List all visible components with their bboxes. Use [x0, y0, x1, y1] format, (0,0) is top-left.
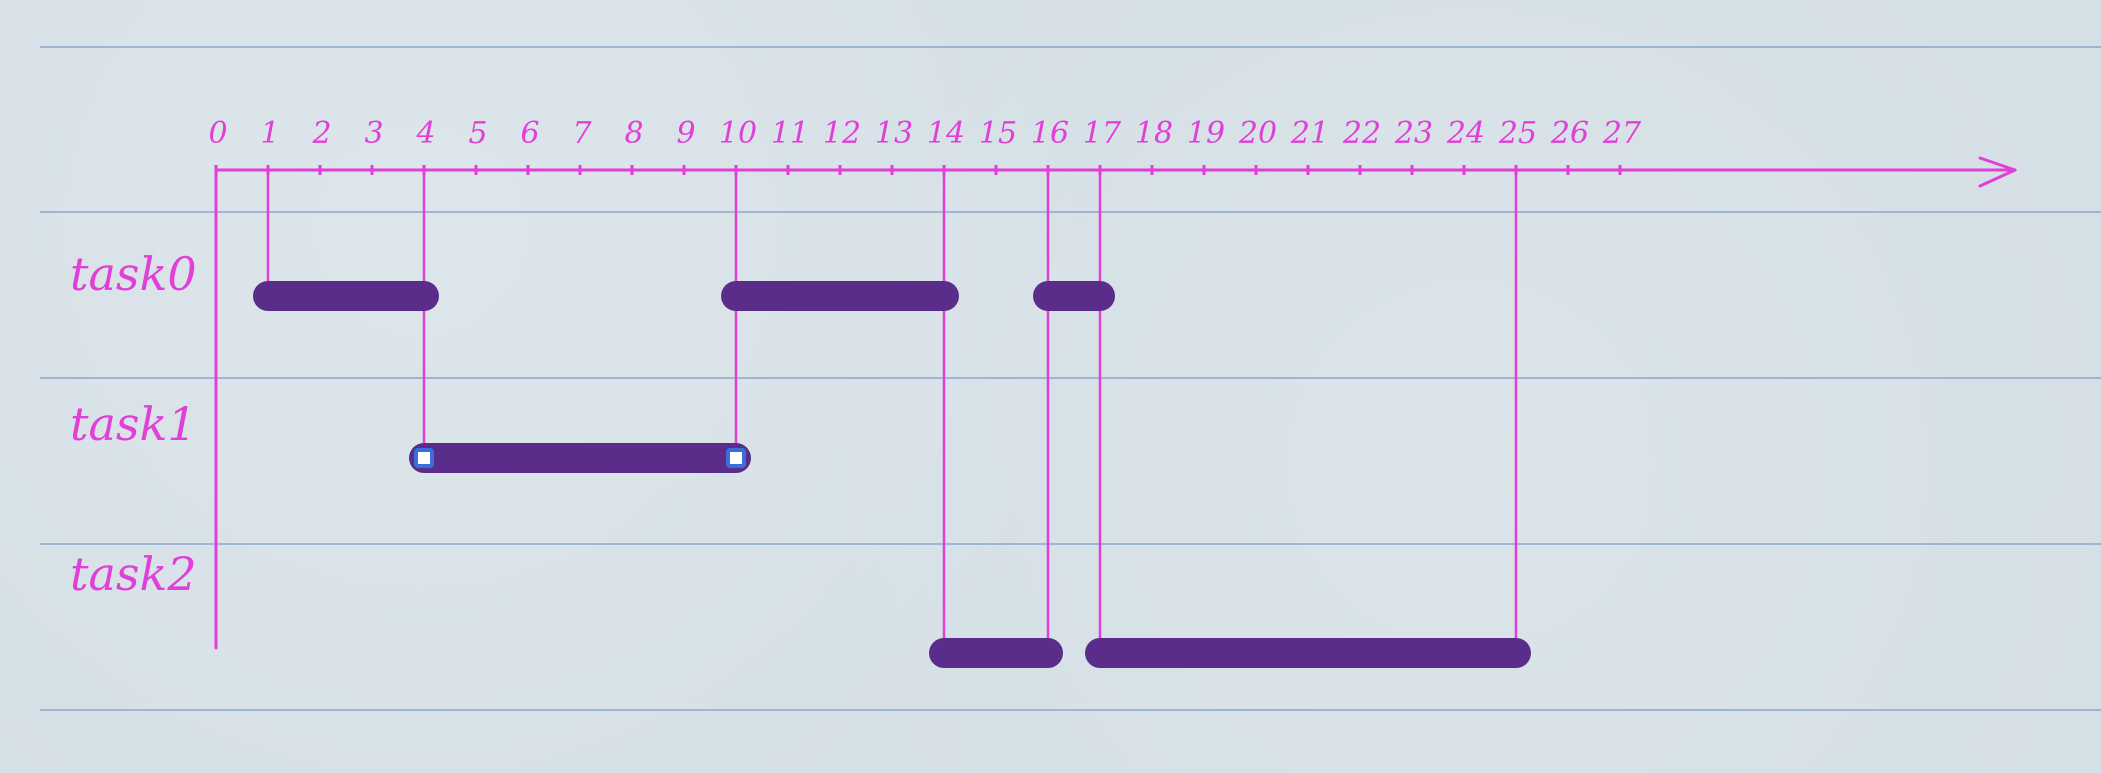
task-label: task0 [70, 247, 197, 301]
resize-handle[interactable] [726, 448, 746, 468]
axis-tick-label: 27 [1602, 116, 1642, 151]
axis-tick-label: 13 [875, 116, 913, 151]
axis-tick-label: 0 [208, 116, 227, 151]
task-label: task1 [70, 397, 197, 451]
connector-lines [266, 170, 1518, 653]
arrow-head-icon [1978, 156, 2017, 188]
resize-handle[interactable] [414, 448, 434, 468]
axis-tick-label: 15 [979, 116, 1017, 151]
axis-tick-label: 24 [1446, 116, 1485, 151]
axis-tick-label: 25 [1498, 116, 1537, 151]
axis-tick-label: 14 [927, 116, 965, 151]
axis-tick-label: 11 [771, 116, 809, 151]
task-labels: task0 task1 task2 [70, 247, 197, 601]
axis-tick-label: 10 [719, 116, 757, 151]
axis-tick-label: 5 [468, 116, 487, 151]
axis-tick-label: 6 [520, 116, 539, 151]
axis-tick-label: 2 [311, 116, 331, 151]
axis-tick-label: 18 [1135, 116, 1173, 151]
task-bars [253, 281, 1531, 668]
axis-tick-label: 4 [415, 116, 435, 151]
time-axis [214, 156, 2017, 650]
axis-tick-label: 17 [1083, 116, 1122, 151]
axis-tick-label: 26 [1550, 116, 1589, 151]
axis-tick-label: 19 [1187, 116, 1225, 151]
axis-tick-label: 8 [624, 116, 643, 151]
axis-tick-label: 16 [1031, 116, 1069, 151]
axis-tick-label: 7 [572, 116, 592, 151]
axis-tick-label: 23 [1394, 116, 1433, 151]
axis-tick-label: 22 [1342, 116, 1381, 151]
axis-tick-label: 1 [260, 116, 279, 151]
ruled-lines [40, 46, 2101, 711]
axis-tick-label: 3 [364, 116, 383, 151]
axis-tick-label: 12 [823, 116, 861, 151]
axis-tick-label: 21 [1290, 116, 1329, 151]
axis-tick-label: 20 [1238, 116, 1277, 151]
task-label: task2 [70, 547, 197, 601]
axis-tick-label: 9 [676, 116, 695, 151]
